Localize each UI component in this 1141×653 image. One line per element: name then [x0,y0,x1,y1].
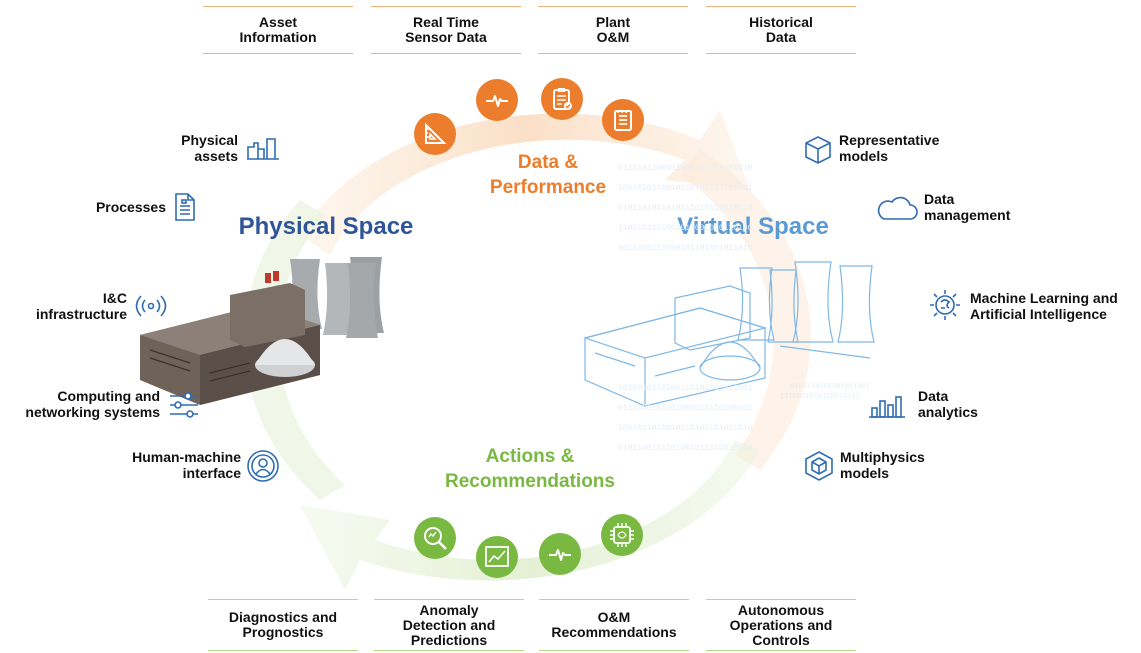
user-circle-icon [247,450,279,482]
cloud-icon [877,196,918,220]
stacked-cubes-icon [805,451,833,481]
svg-text:0011010110100101101001011010: 0011010110100101101001011010 [618,244,753,253]
svg-text:0110101100101001101011001010: 0110101100101001101011001010 [618,164,753,173]
data-analytics-label: Data analytics [918,388,978,420]
svg-text:0110100101101001010110100101: 0110100101101001010110100101 [618,404,753,413]
bottom-label-autonomous-operations: Autonomous Operations and Controls [706,599,856,651]
bottom-label-text: Autonomous Operations and Controls [729,601,833,648]
virtual-plant-wireframe: 0100110101001011001 1010011010110010101 [582,261,875,407]
magnifier-chart-icon [414,517,456,559]
top-label-real-time-sensor-data: Real Time Sensor Data [371,6,521,54]
virtual-space-title: Virtual Space [677,213,829,240]
brain-gear-icon [930,290,960,320]
physical-plant-illustration [140,257,384,405]
computing-networking-label: Computing and networking systems [25,388,160,420]
svg-text:1010010110100110101001011001: 1010010110100110101001011001 [618,384,753,393]
cube-icon [805,136,831,164]
bottom-label-text: Diagnostics and Prognostics [228,609,338,640]
wireless-signal-icon [135,295,167,317]
data-management-label: Data management [924,191,1011,223]
binary-background: 0110101100101001101011001010 10010101100… [618,164,753,453]
pulse-icon [539,533,581,575]
bottom-label-om-recommendations: O&M Recommendations [539,599,689,651]
svg-text:1100101101001011001010110100: 1100101101001011001010110100 [618,224,753,233]
pulse-icon [476,79,518,121]
svg-text:1001010110010110100101101001: 1001010110010110100101101001 [618,184,753,193]
svg-text:0101100101101001011010010110: 0101100101101001011010010110 [618,444,753,453]
brain-chip-icon [601,514,643,556]
document-icon [175,193,195,221]
top-label-text: Historical Data [749,14,813,45]
data-performance-title: Data & Performance [489,152,607,198]
multiphysics-label: Multiphysics models [840,449,925,481]
bar-chart-icon [869,396,905,418]
actions-recommendations-title: Actions & Recommendations [445,446,615,492]
bottom-label-diagnostics-prognostics: Diagnostics and Prognostics [208,599,358,651]
bottom-label-text: O&M Recommendations [551,609,677,640]
top-label-historical-data: Historical Data [706,6,856,54]
ruler-triangle-icon [414,113,456,155]
sliders-icon [170,392,198,418]
top-label-text: Real Time Sensor Data [405,14,487,45]
svg-text:1001011010010110100101011010: 1001011010010110100101011010 [618,424,753,433]
bottom-label-anomaly-detection: Anomaly Detection and Predictions [374,599,524,651]
svg-text:1010011010110010101: 1010011010110010101 [780,393,860,401]
human-machine-label: Human-machine interface [132,449,241,481]
physical-space-title: Physical Space [238,213,414,240]
ic-infrastructure-label: I&C infrastructure [35,290,127,322]
ml-ai-label: Machine Learning and Artificial Intellig… [970,290,1118,322]
trend-chart-icon [476,536,518,578]
representative-models-label: Representative models [839,132,940,164]
clipboard-check-icon [541,78,583,120]
top-label-text: Asset Information [239,14,317,45]
notepad-icon [602,99,644,141]
factory-icon [247,138,279,160]
bottom-label-text: Anomaly Detection and Predictions [402,601,496,648]
physical-assets-label: Physical assets [181,132,238,164]
processes-label: Processes [95,199,166,215]
svg-text:0100110101001011001: 0100110101001011001 [790,383,870,391]
svg-text:0101101001010011010110010110: 0101101001010011010110010110 [618,204,753,213]
top-label-asset-information: Asset Information [203,6,353,54]
top-label-text: Plant O&M [595,14,631,45]
top-label-plant-om: Plant O&M [538,6,688,54]
